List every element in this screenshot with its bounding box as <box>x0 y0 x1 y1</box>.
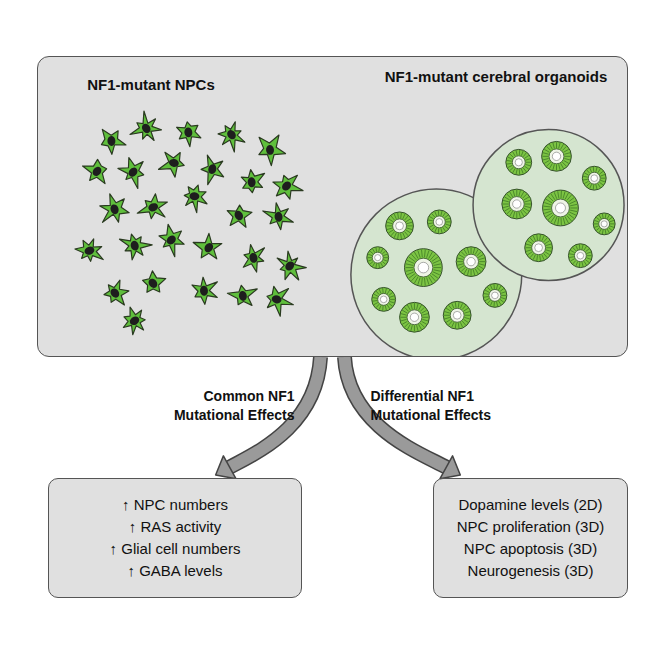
npc-cells <box>75 111 306 335</box>
cerebral-organoids <box>351 130 624 356</box>
effects-box: Dopamine levels (2D)NPC proliferation (3… <box>433 478 628 598</box>
effect-item: ↑ GABA levels <box>127 560 222 582</box>
model-panel: NF1-mutant NPCs NF1-mutant cerebral organ… <box>37 56 628 357</box>
effect-item: NPC apoptosis (3D) <box>464 538 597 560</box>
arrow-head <box>216 456 236 479</box>
effect-item: NPC proliferation (3D) <box>457 516 605 538</box>
illustration <box>38 57 627 356</box>
arrow-label: Differential NF1 Mutational Effects <box>371 387 501 425</box>
effect-item: Neurogenesis (3D) <box>468 560 594 582</box>
effect-item: ↑ Glial cell numbers <box>110 538 241 560</box>
effects-box: ↑ NPC numbers↑ RAS activity↑ Glial cell … <box>48 478 302 598</box>
arrow-label: Common NF1 Mutational Effects <box>165 387 295 425</box>
effect-item: ↑ NPC numbers <box>122 494 228 516</box>
effect-item: ↑ RAS activity <box>129 516 222 538</box>
arrow-head <box>440 456 460 479</box>
effect-item: Dopamine levels (2D) <box>458 494 602 516</box>
panel-heading: NF1-mutant cerebral organoids <box>381 67 611 87</box>
panel-heading: NF1-mutant NPCs <box>41 75 261 95</box>
